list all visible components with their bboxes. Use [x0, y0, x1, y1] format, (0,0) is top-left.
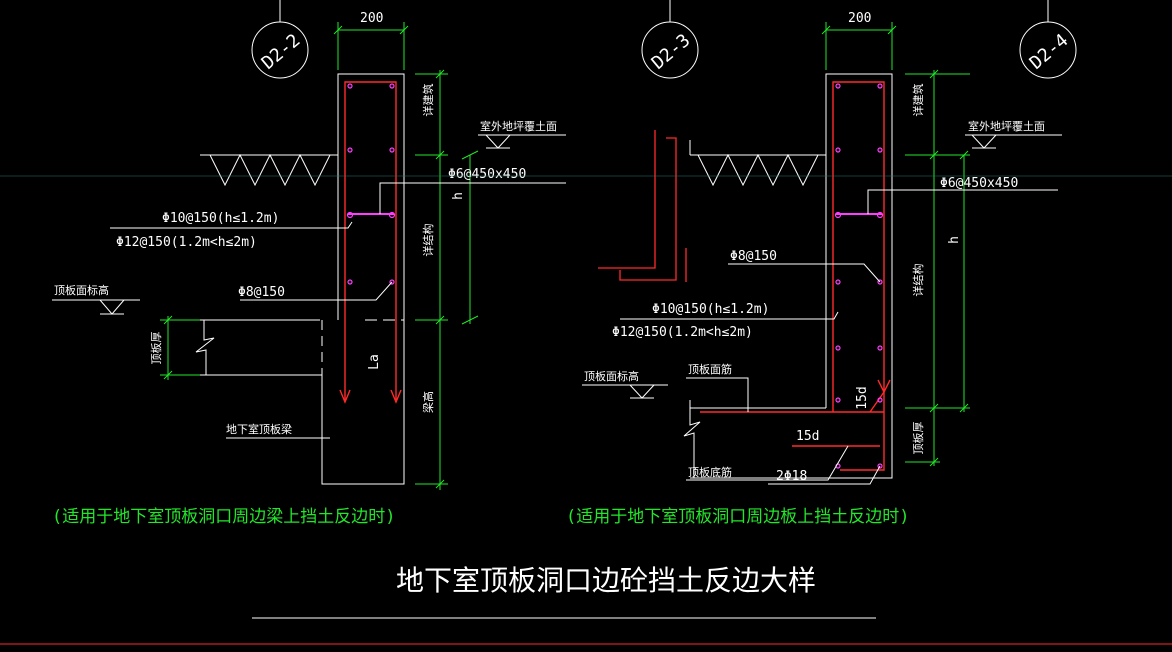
right-hook-v-label: 15d — [855, 386, 870, 409]
axis-label-right: D2-4 — [1026, 30, 1073, 74]
left-slab-thickness-dim — [160, 315, 200, 380]
left-bar-large-label: Φ12@150(1.2m<h≤2m) — [116, 235, 257, 250]
right-dim-top: 详建筑 — [911, 84, 925, 117]
left-anchor-label: La — [367, 354, 382, 370]
right-bottom-bar-label: 顶板底筋 — [688, 465, 732, 479]
right-dim-bottom: 顶板厚 — [911, 422, 925, 455]
left-leaders — [110, 182, 566, 301]
right-detail: 200 — [566, 11, 1062, 527]
right-break-symbol — [683, 400, 701, 478]
left-slab-thk-label: 顶板厚 — [149, 332, 163, 365]
left-vertical-dims — [415, 69, 479, 490]
right-hook-h-label: 15d — [796, 429, 819, 444]
left-dist-bar-label: Φ8@150 — [238, 285, 285, 300]
right-dim-mid: 详结构 — [911, 264, 925, 297]
left-roof-level-symbol — [52, 299, 140, 315]
right-leaders — [620, 189, 1058, 485]
axis-bubble-middle: D2-3 — [641, 0, 699, 79]
right-fill-symbol — [965, 134, 1062, 149]
left-fill-symbol — [478, 134, 566, 149]
right-roof-level-symbol — [582, 384, 668, 399]
left-bar-small-label: Φ10@150(h≤1.2m) — [162, 211, 279, 226]
right-fill-label: 室外地坪覆土面 — [968, 119, 1045, 133]
axis-label-left: D2-2 — [258, 30, 305, 74]
left-note: (适用于地下室顶板洞口周边梁上挡土反边时) — [52, 507, 395, 527]
left-rebar — [339, 81, 402, 404]
left-dim-mid: 详结构 — [421, 224, 435, 257]
right-dist-bar-label: Φ8@150 — [730, 249, 777, 264]
left-stirrup-label: Φ6@450x450 — [448, 167, 526, 182]
left-break-symbol — [195, 320, 215, 375]
right-bar-large-label: Φ12@150(1.2m<h≤2m) — [612, 325, 753, 340]
right-soil-hatch — [690, 153, 826, 187]
right-hook-bars — [598, 130, 687, 282]
axis-bubble-right: D2-4 — [1019, 0, 1077, 79]
left-width-dim-text: 200 — [360, 11, 383, 26]
left-width-dimension — [333, 22, 409, 70]
right-width-dim-text: 200 — [848, 11, 871, 26]
left-dim-top: 详建筑 — [421, 84, 435, 117]
right-top-bar-label: 顶板面筋 — [688, 362, 732, 376]
axis-bubble-left: D2-2 — [251, 0, 309, 79]
left-roof-level-label: 顶板面标高 — [54, 283, 109, 297]
right-h-label: h — [947, 236, 962, 244]
right-note: (适用于地下室顶板洞口周边板上挡土反边时) — [566, 507, 909, 527]
left-wall-outline — [200, 73, 405, 485]
left-beam-label: 地下室顶板梁 — [226, 422, 292, 436]
left-detail: 200 — [52, 11, 566, 527]
left-h-label: h — [451, 192, 466, 200]
right-width-dimension — [821, 22, 897, 70]
right-stirrup-label: Φ6@450x450 — [940, 176, 1018, 191]
right-bar-small-label: Φ10@150(h≤1.2m) — [652, 302, 769, 317]
right-rebar-dots — [834, 83, 884, 469]
right-roof-level-label: 顶板面标高 — [584, 369, 639, 383]
left-soil-hatch — [200, 153, 338, 187]
right-wall-outline — [689, 73, 893, 479]
axis-label-middle: D2-3 — [648, 30, 695, 74]
right-rebar — [700, 81, 891, 471]
left-fill-label: 室外地坪覆土面 — [480, 119, 557, 133]
right-corner-bar-label: 2Φ18 — [776, 469, 807, 484]
drawing-title: 地下室顶板洞口边砼挡土反边大样 — [396, 564, 816, 597]
right-vertical-dims — [905, 69, 970, 467]
left-rebar-dots — [346, 83, 396, 285]
left-dim-bottom: 梁高 — [421, 391, 435, 413]
